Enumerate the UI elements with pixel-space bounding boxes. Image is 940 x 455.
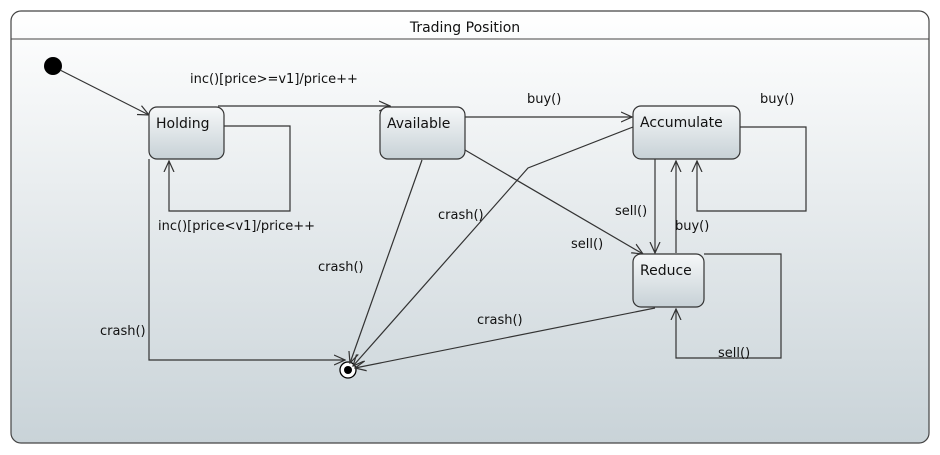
label-available-crash: crash() (318, 260, 364, 275)
state-label: Available (387, 116, 450, 132)
transition-accumulate-crash[interactable] (353, 126, 634, 366)
transition-reduce-crash[interactable] (355, 307, 656, 368)
label-available-reduce: sell() (571, 237, 603, 252)
label-accumulate-crash: crash() (438, 208, 484, 223)
transition-holding-crash[interactable] (148, 159, 345, 360)
transition-accumulate-self[interactable] (697, 126, 807, 212)
transition-reduce-self[interactable] (676, 253, 782, 359)
state-reduce[interactable]: Reduce (632, 253, 705, 308)
state-accumulate[interactable]: Accumulate (632, 105, 741, 160)
transition-available-crash[interactable] (350, 159, 423, 363)
state-label: Holding (156, 116, 210, 132)
transition-holding-self[interactable] (169, 125, 291, 212)
label-reduce-self: sell() (718, 346, 750, 361)
final-state[interactable] (339, 361, 357, 379)
state-available[interactable]: Available (379, 106, 466, 160)
state-holding[interactable]: Holding (148, 106, 225, 160)
initial-state[interactable] (44, 57, 62, 75)
state-label: Accumulate (640, 115, 723, 131)
state-label: Reduce (640, 263, 692, 279)
label-holding-crash: crash() (100, 324, 146, 339)
label-available-accumulate: buy() (527, 92, 561, 107)
initial-transition[interactable] (59, 69, 149, 115)
label-holding-self: inc()[price<v1]/price++ (158, 219, 315, 234)
label-accumulate-reduce: sell() (615, 204, 647, 219)
transition-available-reduce[interactable] (464, 149, 643, 254)
diagram-title: Trading Position (409, 20, 520, 36)
label-reduce-crash: crash() (477, 313, 523, 328)
label-accumulate-self: buy() (760, 92, 794, 107)
label-reduce-accumulate: buy() (675, 219, 709, 234)
label-holding-available: inc()[price>=v1]/price++ (190, 72, 358, 87)
